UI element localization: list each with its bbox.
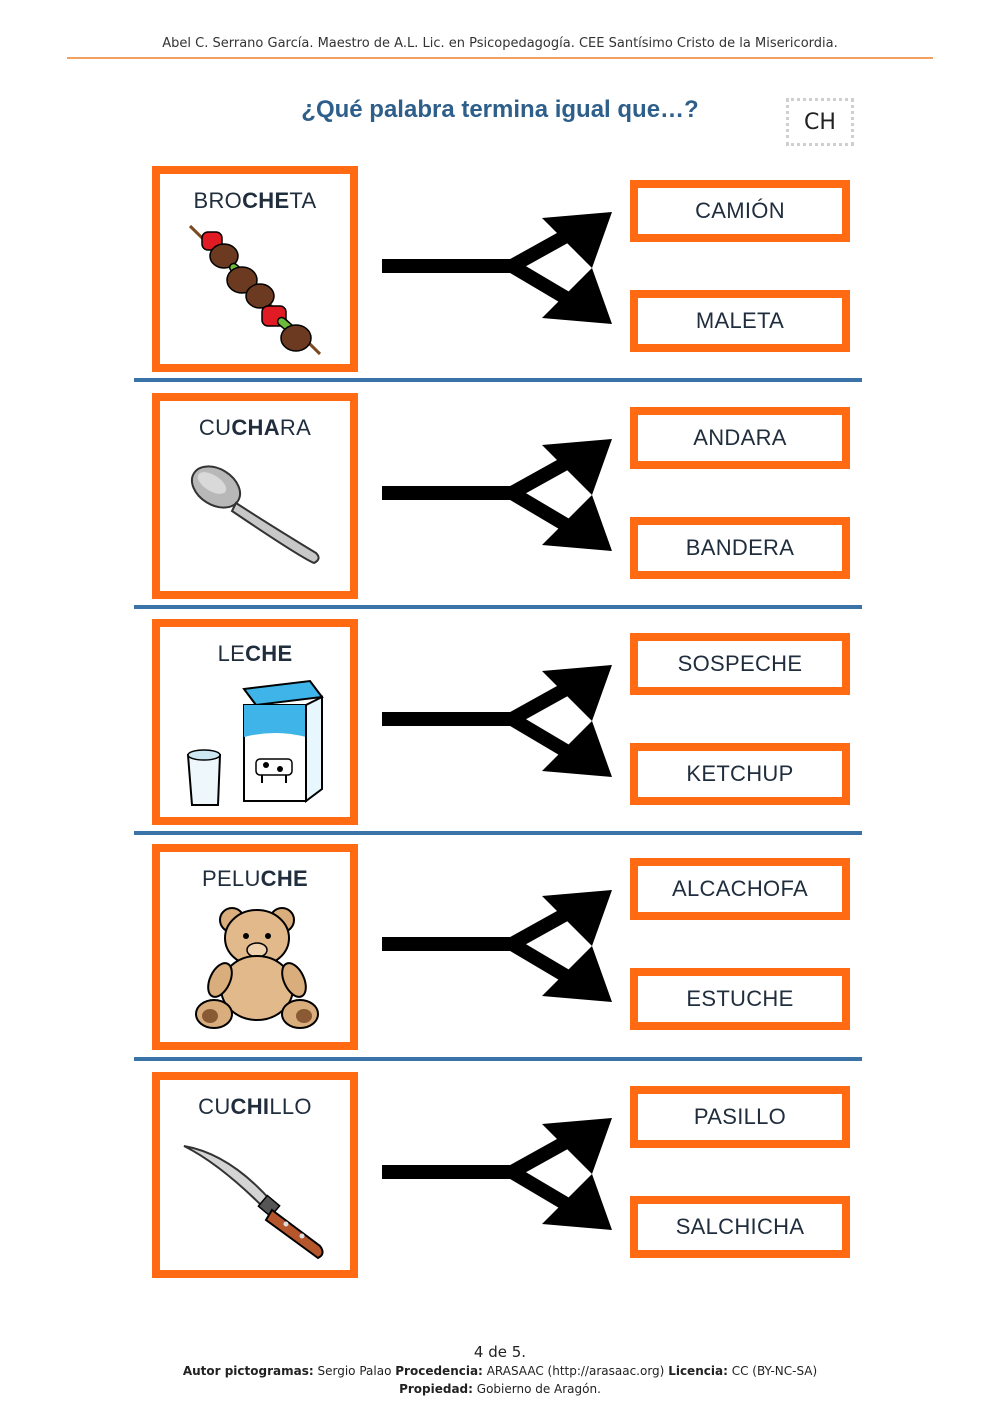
picture-card: BROCHETA (152, 166, 358, 372)
picture-card: LECHE (152, 619, 358, 825)
sound-tag: CH (786, 98, 854, 146)
knife-icon (183, 1145, 324, 1260)
fork-arrow-icon (382, 665, 612, 777)
row-divider (134, 1057, 862, 1061)
picture-card: CUCHARA (152, 393, 358, 599)
option-button[interactable]: ESTUCHE (630, 968, 850, 1030)
exercise-row: LECHE SOSPECHE KETCHUP (0, 619, 1000, 845)
page-number: 4 de 5. (473, 1343, 527, 1361)
header-divider (67, 57, 933, 59)
milk-icon (186, 679, 324, 806)
target-word: CUCHILLO (198, 1094, 312, 1119)
exercise-row: PELUCHE ALCACHOFA ESTUCHE (0, 844, 1000, 1070)
fork-arrow-icon (382, 212, 612, 324)
teddy-bear-icon (195, 907, 319, 1029)
picture-card: PELUCHE (152, 844, 358, 1050)
fork-arrow-icon (382, 890, 612, 1002)
target-word: CUCHARA (198, 415, 312, 440)
target-word: PELUCHE (201, 866, 309, 891)
footer-owner: Propiedad: Gobierno de Aragón. (399, 1382, 601, 1396)
exercise-row: CUCHARA ANDARA BANDERA (0, 393, 1000, 619)
row-divider (134, 831, 862, 835)
spoon-icon (190, 465, 320, 565)
option-button[interactable]: SOSPECHE (630, 633, 850, 695)
option-button[interactable]: SALCHICHA (630, 1196, 850, 1258)
exercise-row: BROCHETA CAMIÓN MALETA (0, 166, 1000, 392)
footer-credits: Autor pictogramas: Sergio Palao Proceden… (182, 1364, 818, 1378)
option-button[interactable]: ANDARA (630, 407, 850, 469)
option-button[interactable]: BANDERA (630, 517, 850, 579)
picture-card: CUCHILLO (152, 1072, 358, 1278)
option-button[interactable]: MALETA (630, 290, 850, 352)
option-button[interactable]: CAMIÓN (630, 180, 850, 242)
option-button[interactable]: ALCACHOFA (630, 858, 850, 920)
fork-arrow-icon (382, 1118, 612, 1230)
header-credit: Abel C. Serrano García. Maestro de A.L. … (162, 36, 838, 51)
page-title: ¿Qué palabra termina igual que…? (301, 96, 699, 123)
target-word: LECHE (217, 641, 293, 666)
option-button[interactable]: KETCHUP (630, 743, 850, 805)
target-word: BROCHETA (193, 188, 317, 213)
exercise-row: CUCHILLO PASILLO SALCHICHA (0, 1072, 1000, 1298)
row-divider (134, 378, 862, 382)
option-button[interactable]: PASILLO (630, 1086, 850, 1148)
row-divider (134, 605, 862, 609)
skewer-icon (188, 224, 322, 356)
fork-arrow-icon (382, 439, 612, 551)
